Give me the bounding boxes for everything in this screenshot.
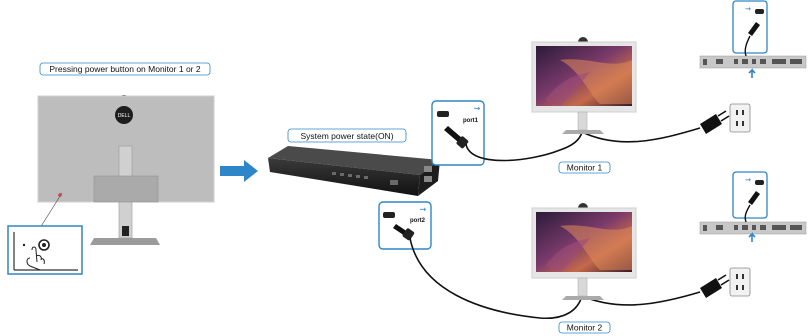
svg-text:⇝: ⇝	[474, 104, 481, 113]
monitor-back-view: Pressing power button on Monitor 1 or 2 …	[7, 62, 215, 275]
system-state-label-box	[287, 128, 407, 143]
callout-line	[39, 192, 63, 229]
monitor1-io-panel: ⇝	[699, 0, 807, 78]
stand-base	[90, 238, 160, 245]
port1-callout: ⇝ port1	[431, 100, 485, 166]
monitor1-label: Monitor 1	[567, 163, 603, 173]
power-plug-icon	[700, 110, 730, 134]
power-button-callout	[7, 225, 83, 275]
port2-callout: ⇝ port2	[378, 201, 432, 250]
usb-c-plug-1	[444, 126, 469, 149]
usb-c-icon: ⇝	[745, 5, 751, 13]
port1-label: port1	[463, 118, 479, 124]
dell-logo-text: DELL	[118, 113, 131, 119]
usb-c-icon: ⇝	[474, 104, 481, 113]
monitor1-neck	[577, 111, 588, 131]
cable-port1-monitor1	[465, 131, 583, 162]
monitor2-base	[562, 296, 604, 300]
stand-cable-slot	[122, 226, 129, 236]
dock-port-1	[424, 166, 432, 172]
svg-text:⇝: ⇝	[745, 176, 751, 184]
power-button-spot	[58, 193, 62, 197]
cable-monitor1-power	[581, 127, 701, 143]
svg-text:⇝: ⇝	[745, 5, 751, 13]
monitor2-neck	[577, 277, 588, 297]
wall-outlet-icon	[729, 103, 751, 133]
cable-monitor2-power	[581, 291, 701, 306]
dock-front	[268, 158, 420, 196]
port1-socket	[437, 111, 449, 117]
dock-top	[268, 146, 440, 175]
cable-port2-monitor2	[409, 237, 583, 320]
instruction-label: Pressing power button on Monitor 1 or 2	[49, 64, 200, 74]
wall-outlet-icon	[729, 267, 751, 297]
monitor1-base	[562, 130, 604, 134]
stand-bracket	[93, 175, 159, 203]
system-state-label: System power state(ON)	[300, 131, 393, 141]
svg-text:⇝: ⇝	[420, 205, 427, 214]
monitor2-io-panel: ⇝	[699, 171, 807, 242]
usb-c-icon: ⇝	[420, 205, 427, 214]
instruction-label-box	[39, 62, 211, 76]
usb-c-plug-2	[393, 224, 415, 241]
dock-station: System power state(ON)	[268, 128, 440, 196]
monitor1-label-box	[558, 161, 611, 174]
hand-press-icon	[26, 246, 45, 271]
power-plug-icon	[700, 274, 730, 298]
monitor2-label-box	[558, 321, 611, 334]
dell-logo	[115, 106, 133, 124]
dock-port-2	[424, 176, 432, 182]
power-button-icon	[38, 239, 50, 251]
usb-c-icon: ⇝	[745, 176, 751, 184]
cables	[409, 127, 701, 320]
flow-arrow	[220, 160, 258, 182]
monitor-2: Monitor 2	[531, 203, 637, 334]
port2-label: port2	[410, 218, 426, 224]
dock-ports	[332, 172, 398, 185]
monitor-1: Monitor 1	[531, 37, 637, 174]
monitor2-label: Monitor 2	[567, 323, 603, 333]
port2-socket	[383, 212, 395, 218]
